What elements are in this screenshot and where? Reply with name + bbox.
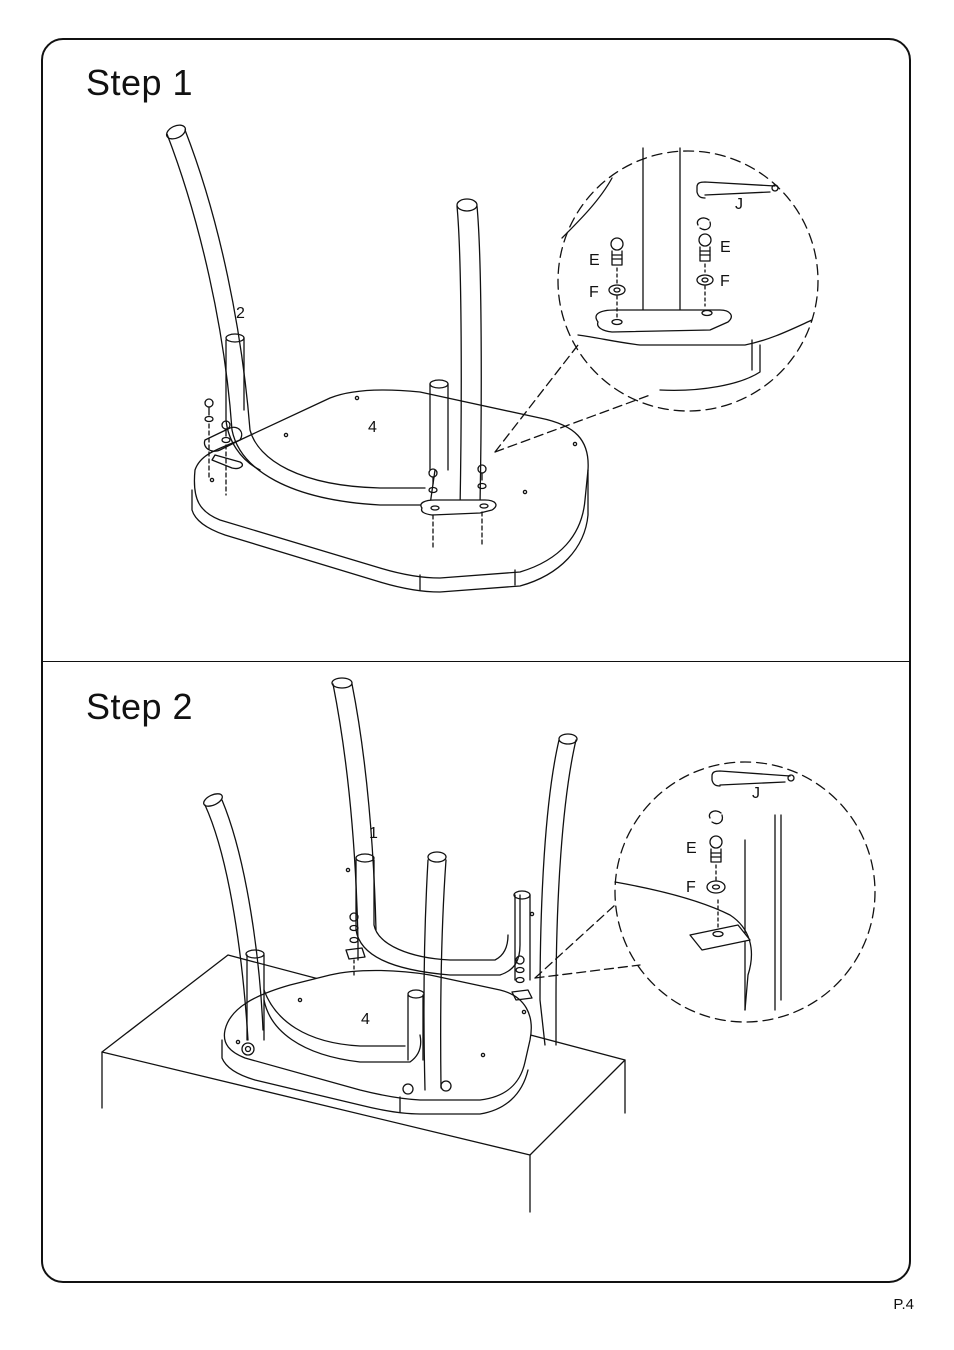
seat-4-step1 (192, 390, 588, 592)
label-key-j-step2: J (752, 785, 760, 802)
page-number: P.4 (893, 1296, 914, 1313)
label-washer-f-step2: F (686, 879, 696, 896)
detail-view-step2 (615, 762, 875, 1022)
label-bolt-e-right: E (720, 239, 731, 256)
label-seat-4-step2: 4 (361, 1011, 370, 1028)
label-leg-2: 2 (236, 305, 245, 322)
label-bolt-e-step2: E (686, 840, 697, 857)
label-washer-f-right: F (720, 273, 730, 290)
label-washer-f-left: F (589, 284, 599, 301)
label-seat-4-step1: 4 (368, 419, 377, 436)
label-leg-1: 1 (369, 825, 378, 842)
step-2-illustration (102, 678, 875, 1212)
step-1-illustration (164, 122, 818, 592)
label-key-j-step1: J (735, 196, 743, 213)
detail-view-step1 (558, 148, 818, 411)
label-bolt-e-left: E (589, 252, 600, 269)
